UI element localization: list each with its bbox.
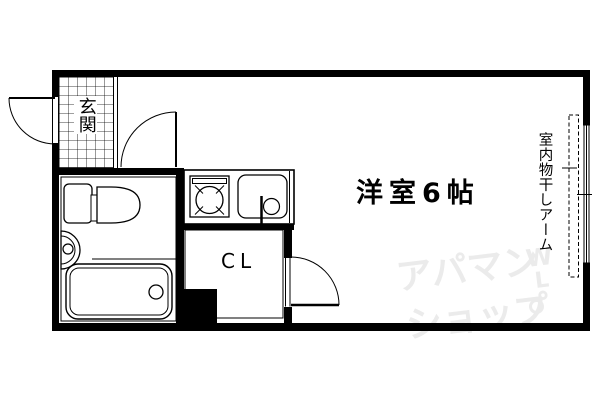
closet-outline bbox=[184, 229, 284, 319]
bathtub-icon bbox=[65, 263, 173, 320]
closet-pillar bbox=[184, 289, 217, 331]
hall-door bbox=[120, 111, 177, 168]
toilet-icon bbox=[63, 183, 141, 224]
stove-icon bbox=[189, 175, 230, 218]
entrance-label: 玄関 bbox=[74, 96, 97, 134]
main-room-label: 洋室6帖 bbox=[356, 178, 480, 209]
kitchen-sink-icon bbox=[237, 174, 288, 224]
drying-arm-label: 室内物干しアーム bbox=[536, 132, 553, 252]
drying-arm-outline bbox=[562, 114, 579, 278]
wash-basin-icon bbox=[60, 230, 176, 270]
inner-walls bbox=[52, 168, 294, 331]
entrance-door bbox=[8, 96, 59, 145]
window-right bbox=[577, 124, 592, 264]
outer-walls bbox=[52, 70, 590, 331]
genkan-tile-floor bbox=[58, 76, 118, 169]
closet-label: CL bbox=[221, 249, 257, 273]
main-room-door bbox=[284, 256, 340, 307]
